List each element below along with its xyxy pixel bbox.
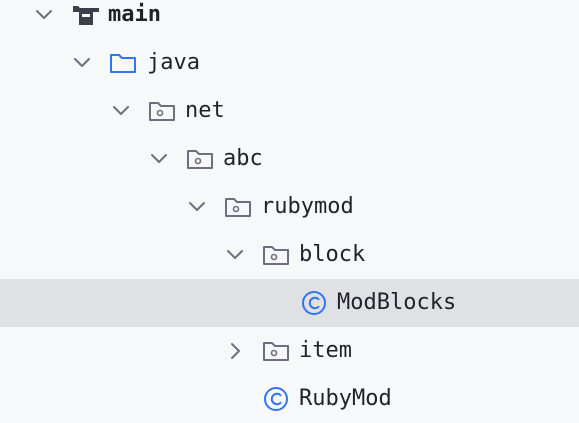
tree-node-label: rubymod bbox=[261, 194, 354, 219]
tree-node-label: ModBlocks bbox=[337, 290, 457, 315]
tree-node-rubymod[interactable]: rubymod bbox=[0, 183, 579, 231]
tree-node-block[interactable]: block bbox=[0, 231, 579, 279]
tree-node-item[interactable]: item bbox=[0, 327, 579, 375]
module-folder-icon bbox=[73, 6, 99, 25]
tree-node-label: abc bbox=[223, 146, 263, 171]
package-icon bbox=[263, 342, 289, 361]
chevron-down-icon[interactable] bbox=[225, 245, 245, 265]
chevron-down-icon[interactable] bbox=[149, 149, 169, 169]
chevron-down-icon[interactable] bbox=[34, 5, 54, 25]
tree-node-rubymod-class[interactable]: RubyMod bbox=[0, 375, 579, 423]
class-icon bbox=[302, 291, 326, 315]
tree-node-label: RubyMod bbox=[299, 386, 392, 411]
source-folder-icon bbox=[110, 54, 136, 73]
package-icon bbox=[149, 102, 175, 121]
chevron-down-icon[interactable] bbox=[187, 197, 207, 217]
chevron-down-icon[interactable] bbox=[111, 101, 131, 121]
chevron-right-icon[interactable] bbox=[225, 341, 245, 361]
tree-node-label: item bbox=[299, 338, 352, 363]
package-icon bbox=[263, 246, 289, 265]
tree-node-modblocks[interactable]: ModBlocks bbox=[0, 279, 579, 327]
tree-node-net[interactable]: net bbox=[0, 87, 579, 135]
tree-node-label: block bbox=[299, 242, 366, 267]
package-icon bbox=[187, 150, 213, 169]
class-icon bbox=[264, 387, 288, 411]
tree-node-label: java bbox=[147, 50, 200, 75]
tree-node-label: main bbox=[108, 2, 161, 27]
tree-node-main[interactable]: main bbox=[0, 0, 579, 39]
package-icon bbox=[225, 198, 251, 217]
tree-node-abc[interactable]: abc bbox=[0, 135, 579, 183]
chevron-down-icon[interactable] bbox=[72, 53, 92, 73]
tree-node-label: net bbox=[185, 98, 225, 123]
tree-node-java[interactable]: java bbox=[0, 39, 579, 87]
